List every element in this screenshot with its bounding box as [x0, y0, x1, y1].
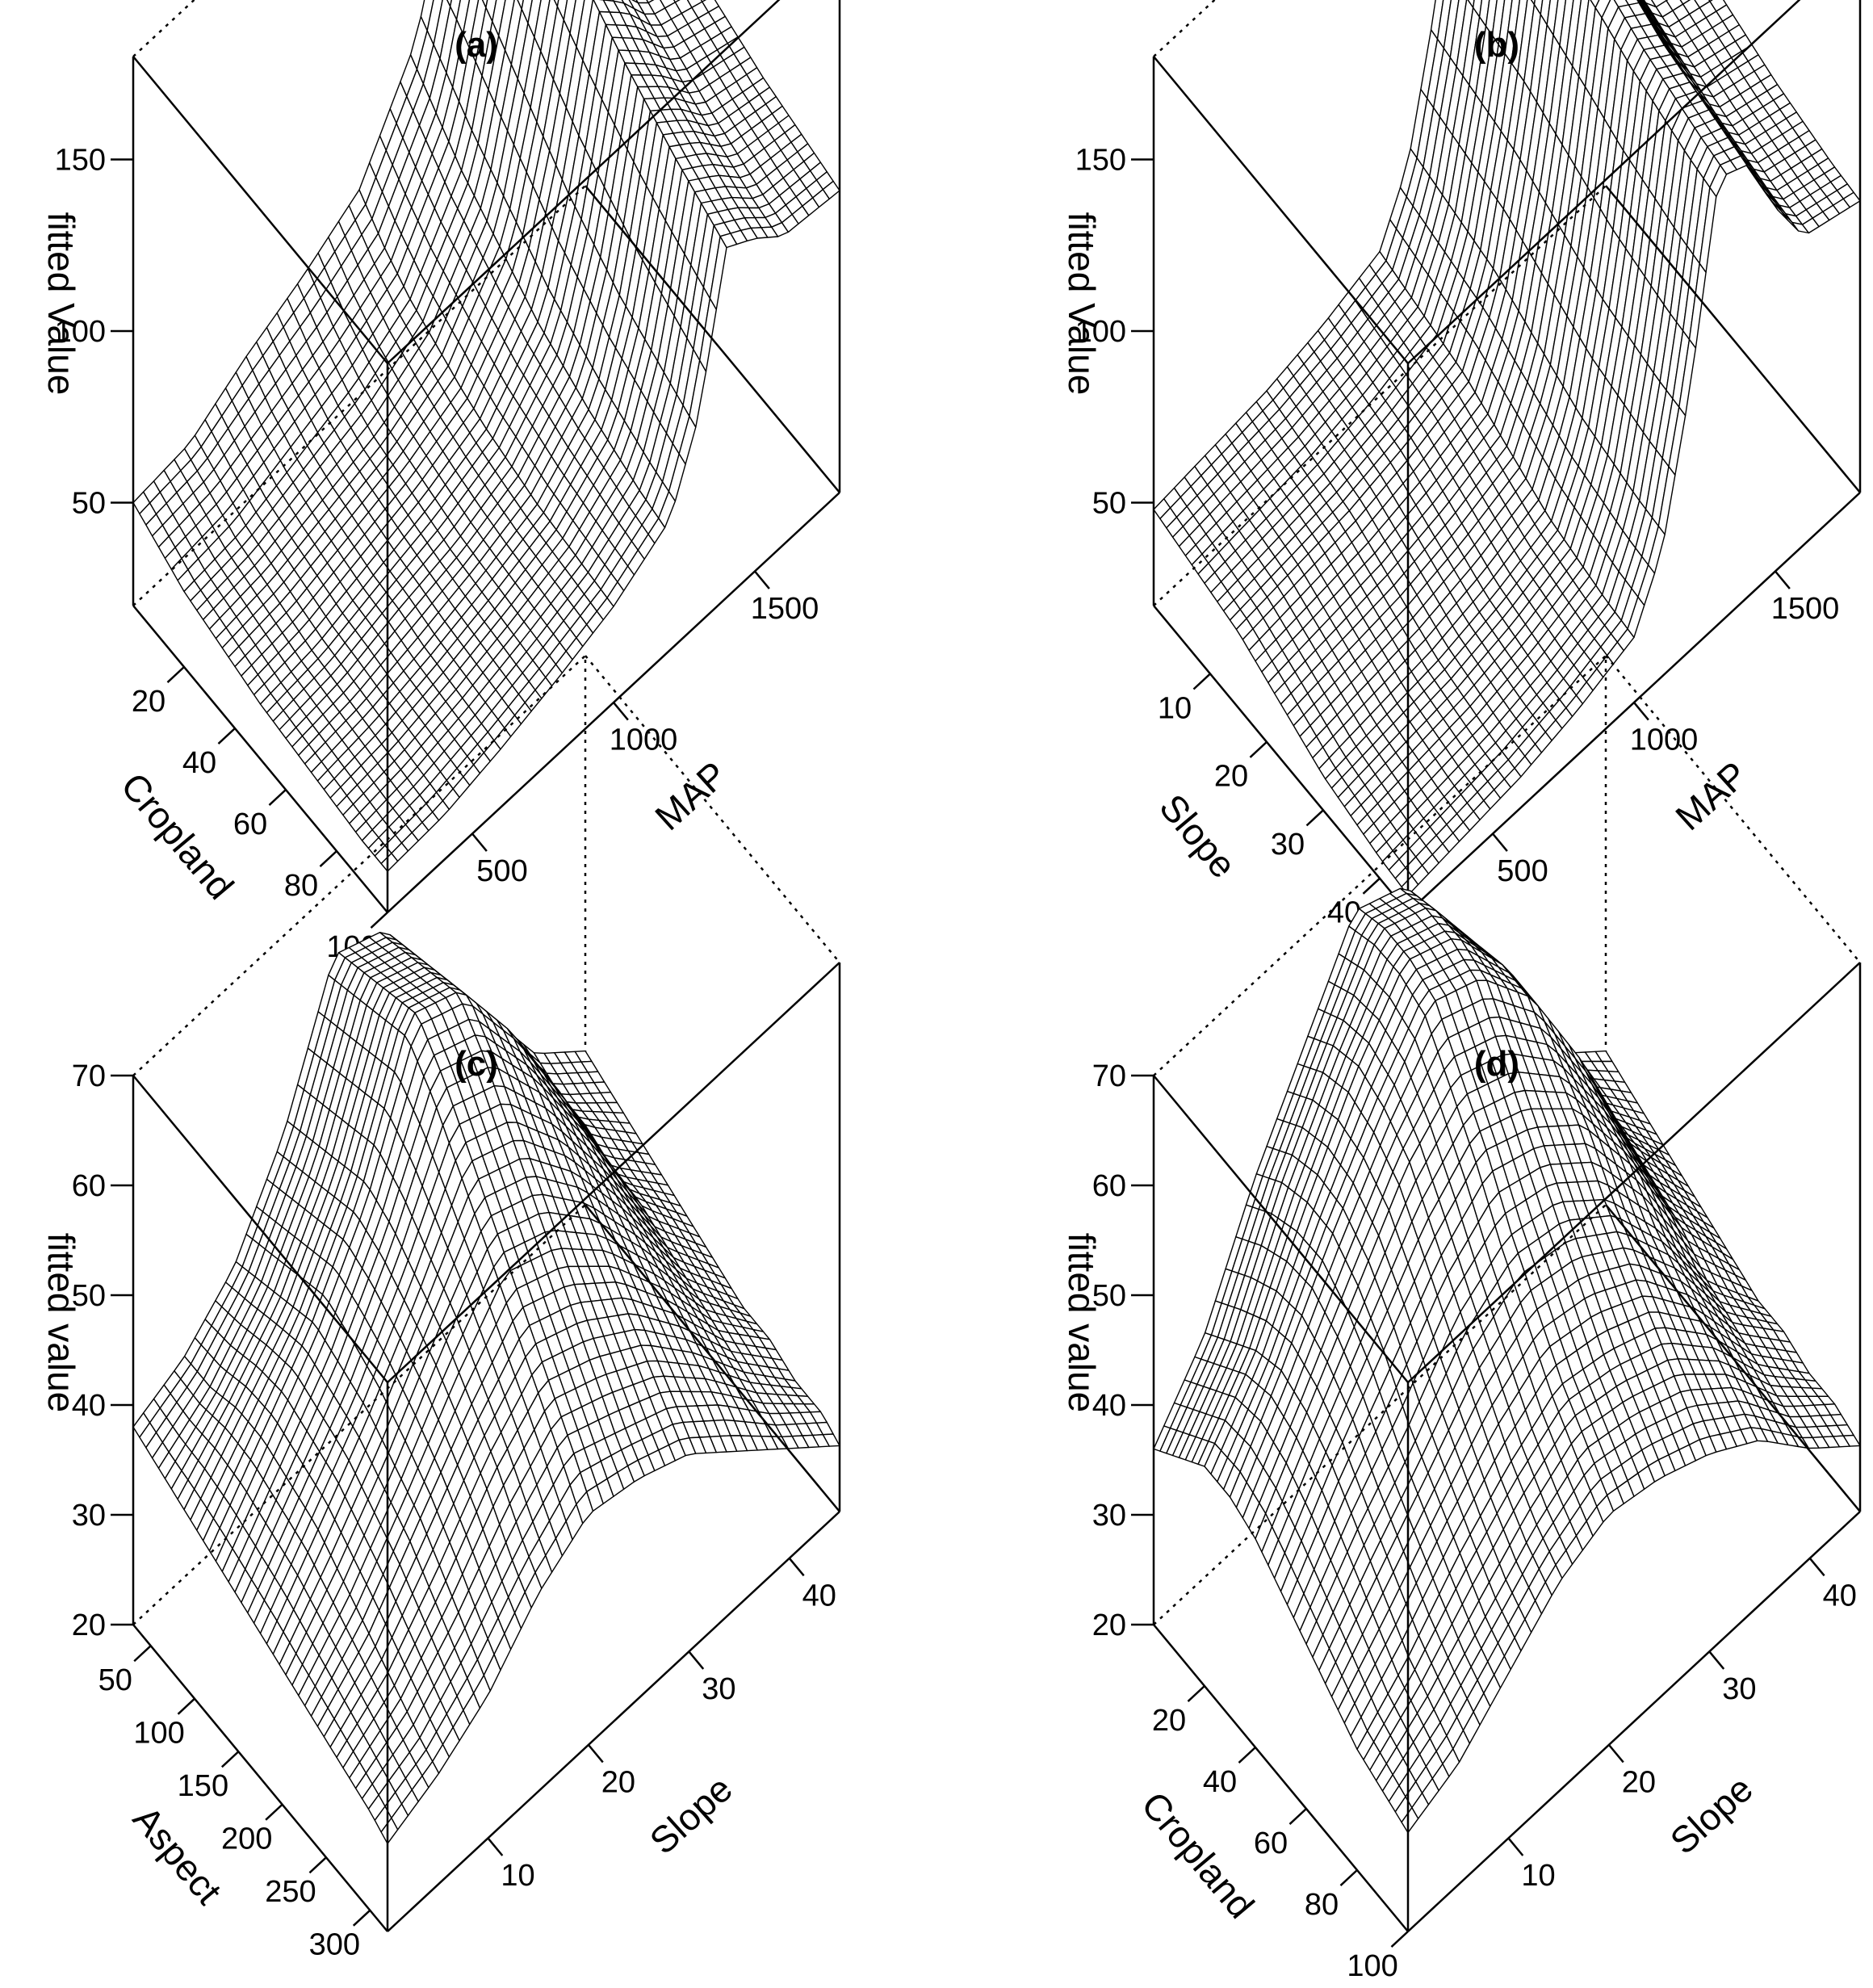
- surface-facet: [455, 0, 471, 35]
- z-tick-label: 150: [1075, 144, 1126, 178]
- x-tick-mark: [754, 570, 770, 589]
- y-tick-label: 10: [1158, 691, 1192, 725]
- y-tick-mark: [166, 666, 185, 683]
- surface-facet: [569, 0, 585, 48]
- y-tick-label: 20: [1214, 760, 1248, 794]
- y-tick-mark: [1305, 809, 1324, 827]
- surface-facet: [485, 0, 497, 23]
- x-tick-label: 1000: [1630, 723, 1699, 757]
- y-tick-mark: [319, 850, 337, 867]
- surface-mesh: [132, 0, 840, 872]
- x-tick-mark: [1492, 833, 1508, 852]
- surface-facet: [426, 0, 443, 45]
- x-tick-mark: [471, 833, 488, 852]
- y-tick-mark: [1362, 877, 1381, 895]
- panel-a: 500100015002040608010050100150MAPCroplan…: [40, 0, 841, 964]
- y-tick-label: 20: [132, 685, 166, 719]
- surface-facet: [450, 0, 461, 20]
- cube-edge: [1153, 56, 1409, 364]
- panel-title: (a): [455, 25, 498, 65]
- z-tick-label: 150: [55, 144, 106, 178]
- panel-content: 500100015002040608010050100150MAPCroplan…: [40, 0, 841, 964]
- x-tick-label: 1000: [610, 723, 678, 757]
- surface-facet: [563, 0, 576, 34]
- cube-back-edge: [585, 655, 840, 963]
- z-tick-label: 50: [1092, 487, 1126, 521]
- x-tick-label: 1500: [1771, 592, 1840, 626]
- surface-facet: [420, 0, 434, 31]
- panel-content: 1020304050100150200250300203040506070Slo…: [40, 655, 841, 1962]
- surface-facet: [534, 0, 551, 52]
- y-tick-label: 80: [284, 869, 318, 903]
- y-tick-mark: [268, 789, 287, 806]
- x-tick-label: 500: [1497, 854, 1548, 888]
- surface-mesh: [1153, 0, 1861, 896]
- axis-label-fitted-value: fitted Value: [40, 212, 82, 396]
- y-tick-mark: [1192, 673, 1211, 690]
- z-tick-label: 50: [72, 487, 106, 521]
- surface-facet: [556, 0, 568, 21]
- surface-facet: [576, 0, 594, 61]
- panel-title: (b): [1474, 25, 1519, 65]
- x-tick-mark: [1775, 570, 1791, 589]
- y-tick-mark: [217, 728, 236, 744]
- surface-facet: [492, 0, 506, 36]
- surface-facet: [521, 0, 533, 24]
- y-tick-mark: [370, 912, 388, 929]
- axis-label-slope: Slope: [1151, 786, 1244, 886]
- axis-label-cropland: Cropland: [113, 765, 242, 907]
- y-tick-label: 40: [182, 746, 216, 780]
- x-tick-label: 1500: [751, 592, 819, 626]
- surface-facet: [462, 0, 480, 48]
- y-tick-mark: [1249, 740, 1268, 758]
- surface-facet: [527, 0, 542, 38]
- y-tick-label: 60: [233, 807, 267, 841]
- axis-label-map: MAP: [1667, 753, 1755, 838]
- axis-label-fitted-value: fitted Value: [1061, 212, 1103, 396]
- panel-c: 1020304050100150200250300203040506070Slo…: [40, 655, 841, 1962]
- x-tick-label: 500: [476, 854, 527, 888]
- axis-label-map: MAP: [647, 753, 735, 838]
- surface-facet: [498, 0, 515, 51]
- y-tick-label: 30: [1271, 828, 1305, 862]
